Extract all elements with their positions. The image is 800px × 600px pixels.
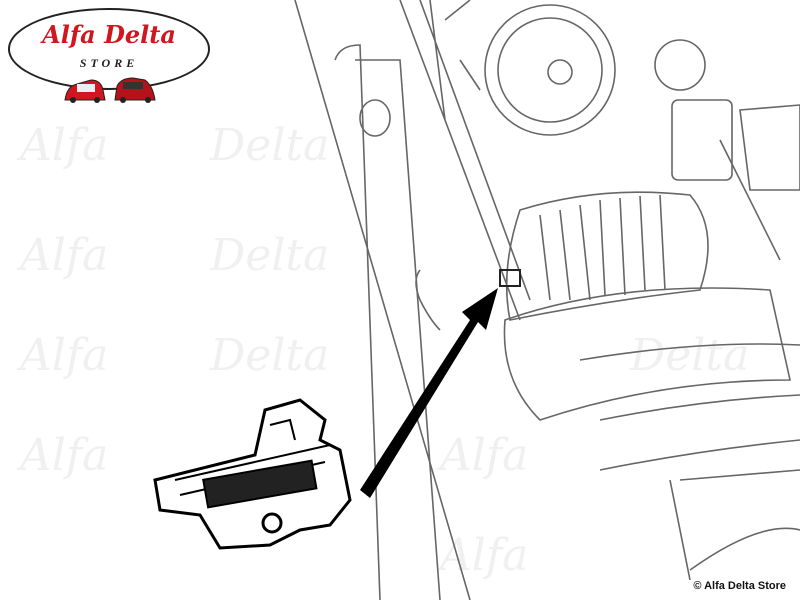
door-handle (415, 269, 441, 331)
logo-oval (8, 8, 210, 90)
store-logo[interactable]: Alfa Delta STORE (8, 8, 210, 103)
seat-belt-clip (499, 269, 521, 287)
gear-knob (654, 39, 706, 91)
logo-brand-name: Alfa Delta (42, 20, 176, 49)
passenger-seat (739, 104, 800, 191)
seat-belt-holder-part (153, 398, 352, 550)
seat-cushion (503, 287, 791, 421)
seat-back (505, 191, 709, 321)
door-lock (359, 99, 391, 137)
arrow-pointer (360, 288, 498, 498)
copyright-notice: © Alfa Delta Store (693, 580, 786, 592)
logo-cars-icon (64, 77, 156, 103)
logo-store-text: STORE (79, 56, 139, 70)
steering-wheel (484, 4, 616, 136)
door-edge-line (294, 0, 471, 600)
